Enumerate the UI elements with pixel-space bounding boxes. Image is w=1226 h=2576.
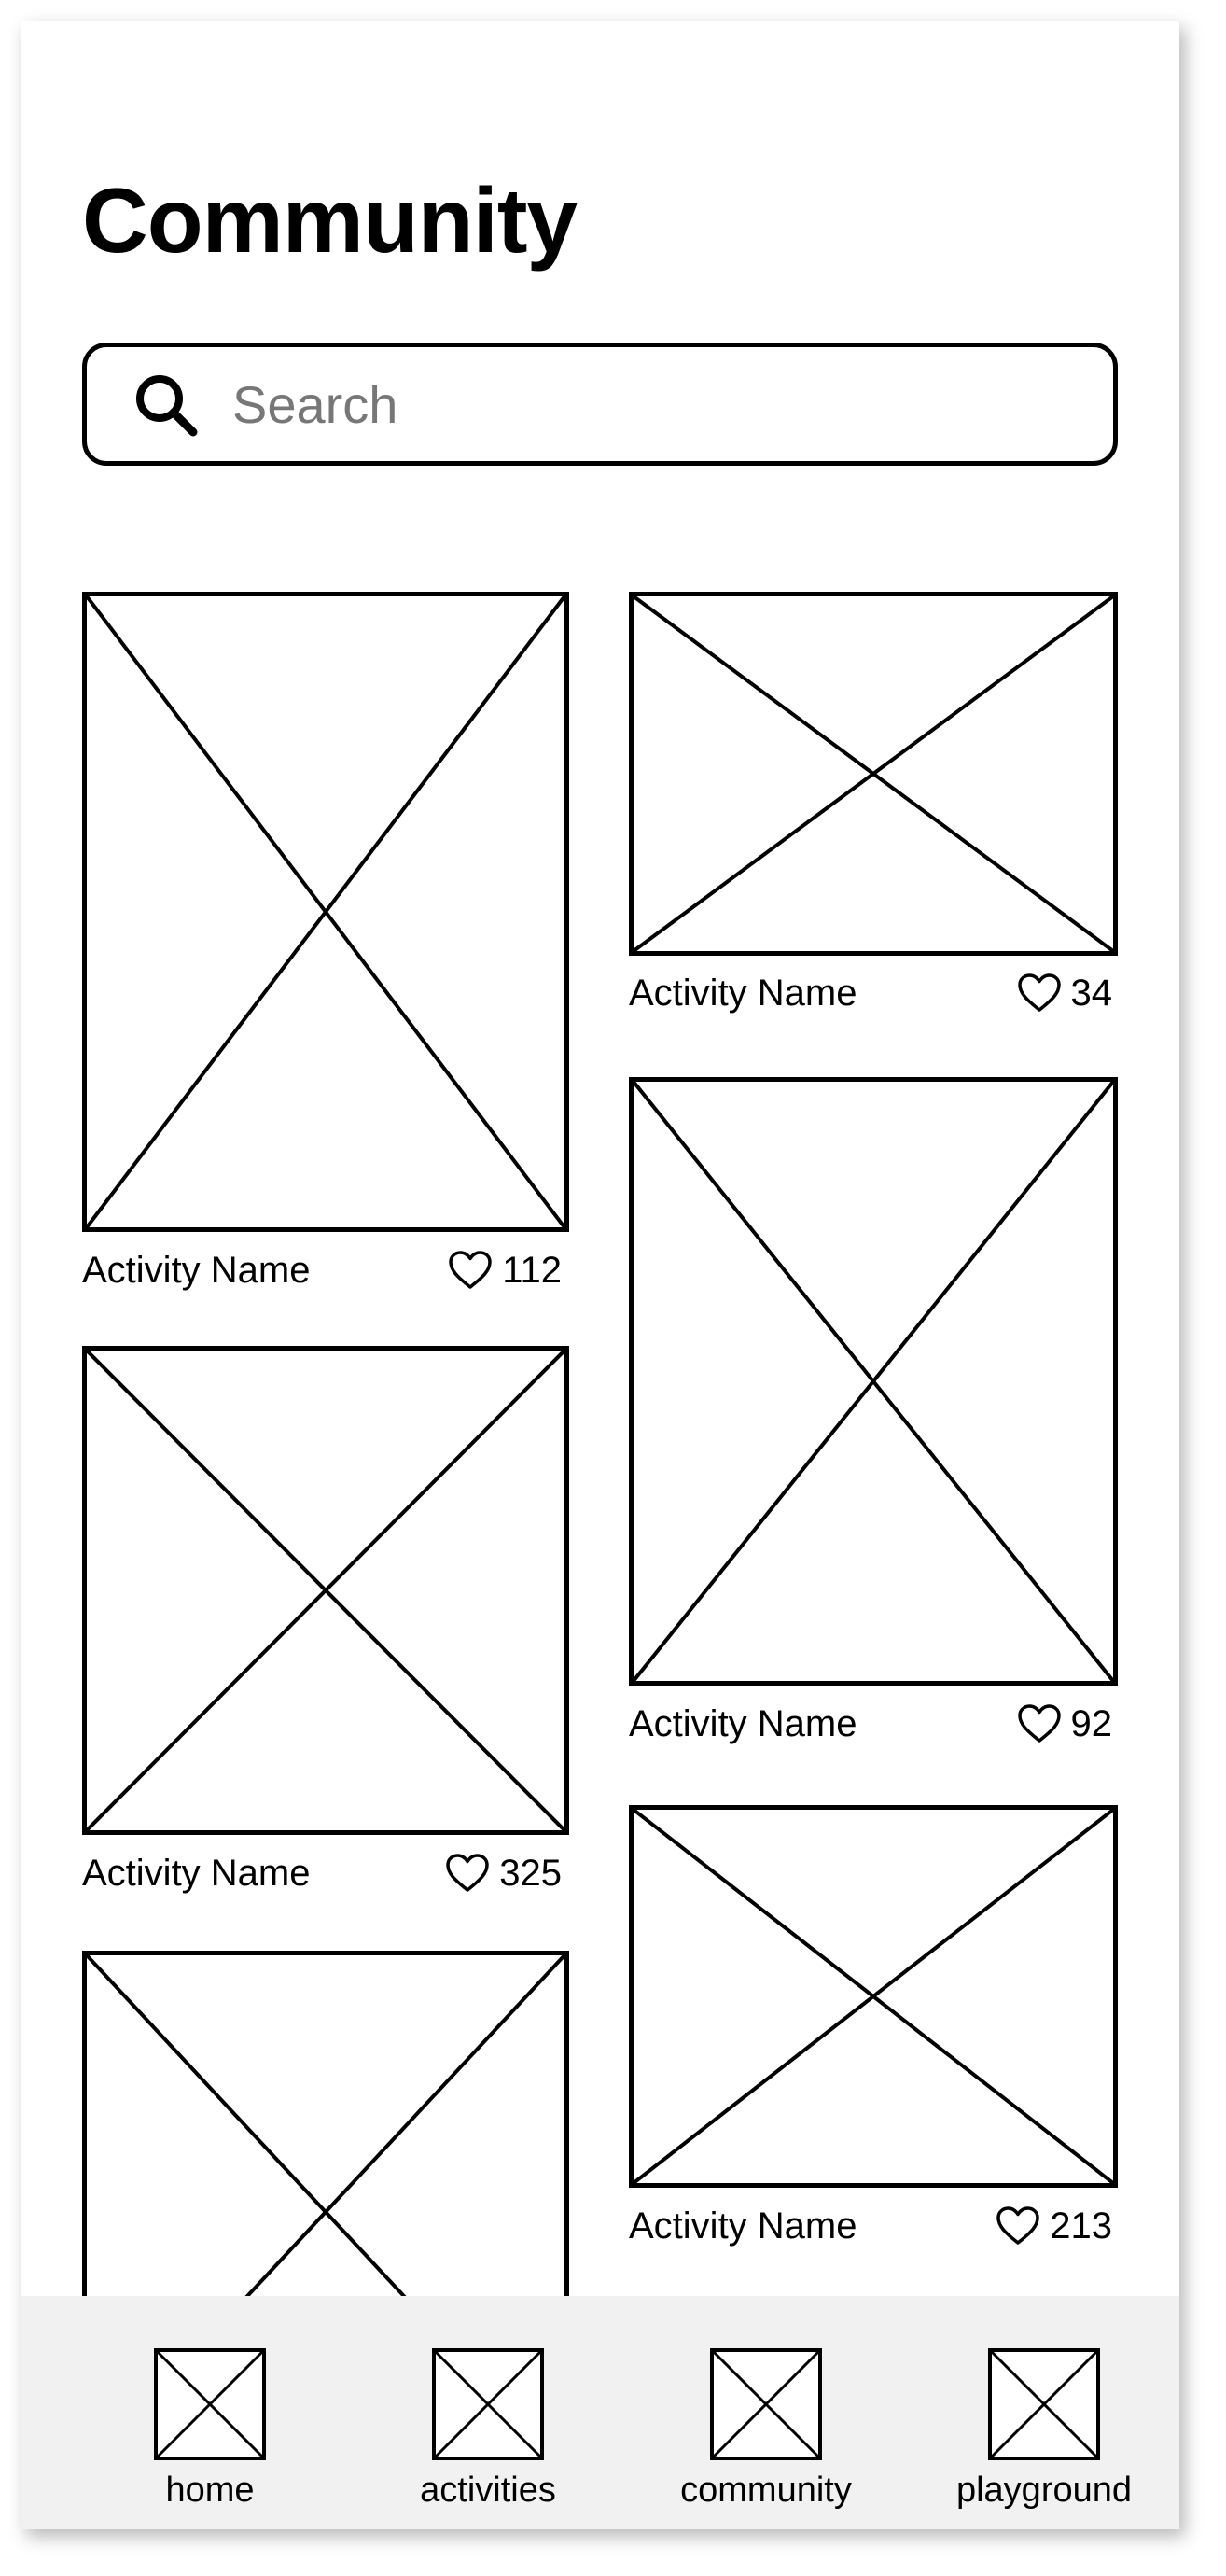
like-count[interactable]: 112 (448, 1250, 567, 1292)
activity-image-placeholder (629, 1077, 1118, 1686)
like-count[interactable]: 92 (1017, 1703, 1119, 1745)
activities-icon (432, 2348, 544, 2460)
phone-screen: Community Activity Name 112 Activity Nam… (21, 21, 1179, 2529)
search-icon (136, 375, 198, 437)
nav-label-home: home (165, 2471, 255, 2510)
activity-name: Activity Name (82, 1249, 311, 1291)
heart-icon[interactable] (1017, 1703, 1062, 1744)
heart-icon[interactable] (1017, 973, 1062, 1014)
home-icon (154, 2348, 266, 2460)
nav-item-community[interactable]: community (626, 2296, 906, 2529)
activity-card[interactable]: Activity Name 213 (629, 1805, 1118, 2281)
activity-image-placeholder (629, 592, 1118, 956)
like-count[interactable]: 213 (996, 2205, 1118, 2247)
playground-icon (988, 2348, 1100, 2460)
bottom-nav: home activities community pla (21, 2296, 1179, 2529)
like-count-value: 213 (1050, 2205, 1112, 2247)
nav-item-activities[interactable]: activities (348, 2296, 628, 2529)
nav-item-playground[interactable]: playground (904, 2296, 1179, 2529)
nav-label-activities: activities (420, 2471, 556, 2510)
activity-card[interactable]: Activity Name 112 (82, 592, 569, 1320)
like-count-value: 34 (1070, 972, 1113, 1014)
heart-icon[interactable] (445, 1853, 490, 1894)
activity-name: Activity Name (82, 1852, 311, 1894)
activity-image-placeholder (629, 1805, 1118, 2188)
page-title: Community (82, 169, 578, 272)
like-count-value: 112 (502, 1249, 562, 1291)
like-count[interactable]: 325 (445, 1853, 567, 1895)
activity-name: Activity Name (629, 1702, 857, 1744)
activity-card[interactable]: Activity Name 325 (82, 1346, 569, 1928)
activity-name: Activity Name (629, 2205, 857, 2247)
search-bar[interactable] (82, 343, 1118, 466)
nav-item-home[interactable]: home (70, 2296, 350, 2529)
heart-icon[interactable] (996, 2205, 1040, 2247)
search-input[interactable] (232, 373, 1053, 435)
nav-label-community: community (680, 2471, 852, 2510)
like-count[interactable]: 34 (1017, 973, 1119, 1015)
activity-image-placeholder (82, 592, 569, 1232)
activity-card[interactable]: Activity Name 34 (629, 592, 1118, 1049)
activity-card[interactable]: Activity Name 92 (629, 1077, 1118, 1781)
nav-label-playground: playground (955, 2471, 1133, 2510)
activity-image-placeholder (82, 1346, 569, 1835)
like-count-value: 92 (1070, 1702, 1113, 1744)
activity-name: Activity Name (629, 972, 857, 1014)
heart-icon[interactable] (448, 1250, 493, 1291)
like-count-value: 325 (499, 1852, 562, 1894)
community-icon (710, 2348, 822, 2460)
